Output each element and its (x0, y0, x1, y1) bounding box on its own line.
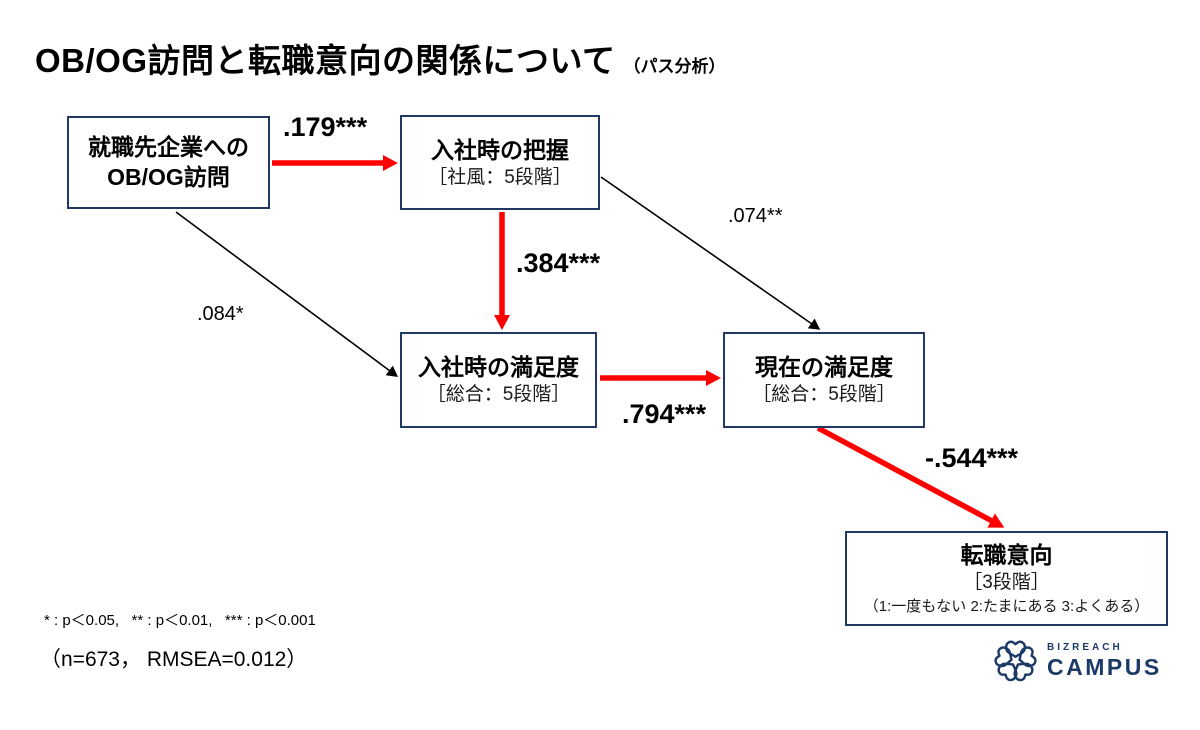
node-current-satisfaction: 現在の満足度 ［総合：5段階］ (723, 332, 925, 428)
coefficient-visit-to-entry: .084* (197, 303, 244, 325)
node-turnover-intent: 転職意向 ［3段階］ （1:一度もない 2:たまにある 3:よくある） (845, 531, 1168, 626)
coefficient-current-to-intent: -.544*** (925, 443, 1019, 473)
significance-legend: * : p＜0.05, ** : p＜0.01, *** : p＜0.001 (44, 612, 316, 629)
logo-brand-text: BIZREACH (1047, 642, 1123, 653)
coefficient-entry-to-current: .794*** (622, 399, 707, 429)
node-obog-visit-line1: 就職先企業への (88, 133, 249, 160)
page-title-main: OB/OG訪問と転職意向の関係について (35, 42, 616, 79)
page-title-sub: （パス分析） (623, 57, 726, 76)
node-entry-satisfaction-subtitle: ［総合：5段階］ (426, 384, 571, 406)
coefficient-grasp-to-current: .074** (728, 205, 783, 227)
arrow-visit-to-entry-satisfaction (175, 211, 399, 377)
node-entry-satisfaction: 入社時の満足度 ［総合：5段階］ (400, 332, 597, 428)
node-obog-visit-line2: OB/OG訪問 (107, 163, 230, 190)
node-turnover-intent-scale-note: （1:一度もない 2:たまにある 3:よくある） (863, 597, 1150, 615)
arrow-current-satisfaction-to-intent (816, 425, 1005, 528)
coefficient-grasp-to-entry: .384*** (516, 248, 601, 278)
coefficient-visit-to-grasp: .179*** (283, 112, 368, 142)
sample-stats: （n=673， RMSEA=0.012） (40, 648, 308, 671)
node-entry-satisfaction-title: 入社時の満足度 (418, 354, 579, 381)
node-grasp-title: 入社時の把握 (431, 136, 569, 163)
sakura-flower-icon (994, 640, 1037, 682)
arrow-grasp-to-current-satisfaction (600, 176, 821, 330)
node-current-satisfaction-title: 現在の満足度 (755, 354, 893, 381)
logo-wordmark: BIZREACH CAMPUS (1047, 643, 1162, 679)
node-grasp-at-entry: 入社時の把握 ［社風：5段階］ (400, 115, 600, 210)
node-turnover-intent-title: 転職意向 (960, 541, 1053, 568)
node-turnover-intent-subtitle: ［3段階］ (963, 571, 1050, 593)
page-title: OB/OG訪問と転職意向の関係について （パス分析） (35, 34, 726, 82)
node-obog-visit: 就職先企業への OB/OG訪問 (67, 116, 270, 209)
logo-product-text: CAMPUS (1047, 654, 1162, 680)
node-current-satisfaction-subtitle: ［総合：5段階］ (752, 384, 896, 406)
bizreach-campus-logo: BIZREACH CAMPUS (993, 637, 1162, 685)
node-grasp-subtitle: ［社風：5段階］ (428, 166, 572, 188)
